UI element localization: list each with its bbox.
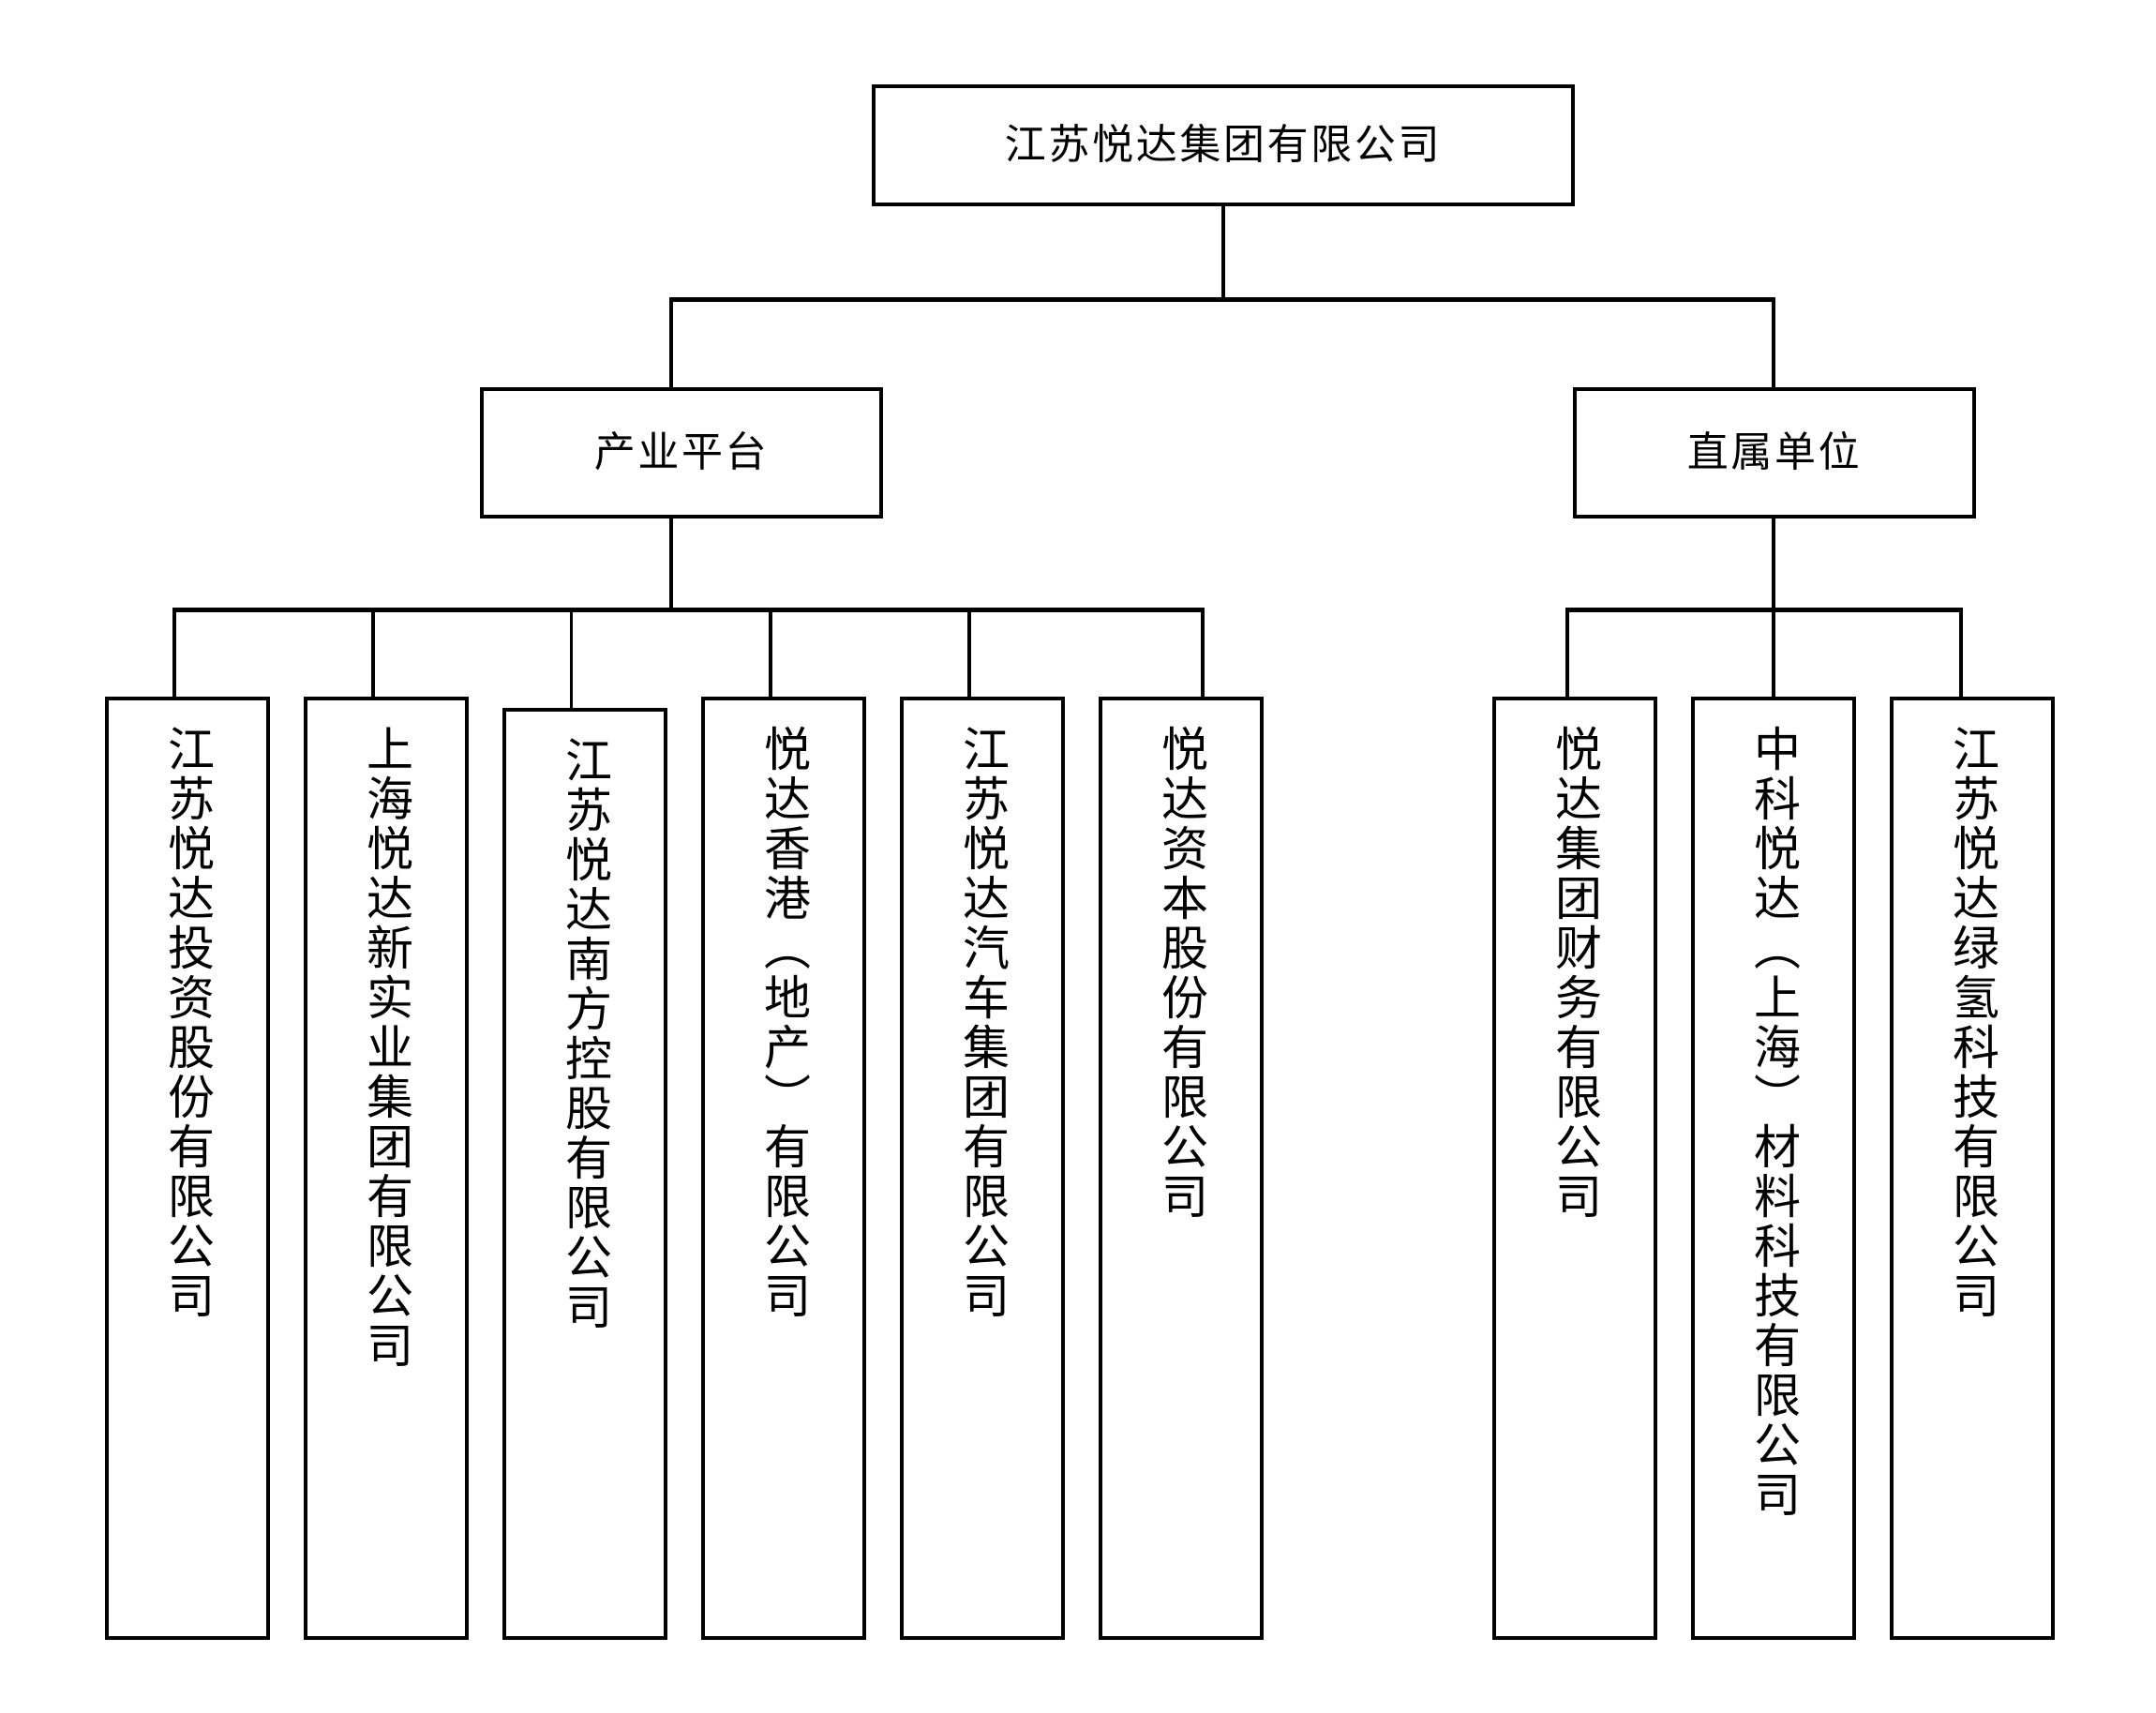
connector-branch2-drop-1 [1565, 608, 1569, 699]
node-leaf-direct-3[interactable]: 江苏悦达绿氢科技有限公司 [1890, 697, 2055, 1640]
node-branch-industry-platform[interactable]: 产业平台 [480, 387, 883, 518]
node-leaf-direct-3-label: 江苏悦达绿氢科技有限公司 [1946, 725, 1999, 1321]
node-branch-industry-platform-label: 产业平台 [593, 428, 770, 475]
connector-branch1-drop-4 [769, 608, 772, 699]
node-leaf-direct-2-label: 中科悦达（上海）材料科技有限公司 [1747, 725, 1800, 1520]
node-leaf-industry-5-label: 江苏悦达汽车集团有限公司 [956, 725, 1009, 1321]
node-leaf-industry-2-label: 上海悦达新实业集团有限公司 [360, 725, 412, 1371]
node-leaf-industry-3[interactable]: 江苏悦达南方控股有限公司 [502, 708, 667, 1640]
node-leaf-industry-3-label: 江苏悦达南方控股有限公司 [559, 736, 611, 1332]
connector-branch1-drop-6 [1201, 608, 1205, 699]
connector-root-stem [1221, 206, 1225, 300]
connector-branch2-bus [1565, 608, 1963, 612]
node-leaf-industry-6[interactable]: 悦达资本股份有限公司 [1099, 697, 1264, 1640]
node-leaf-direct-2[interactable]: 中科悦达（上海）材料科技有限公司 [1691, 697, 1856, 1640]
connector-branch1-drop-5 [967, 608, 971, 699]
node-leaf-industry-6-label: 悦达资本股份有限公司 [1155, 725, 1207, 1222]
connector-branch1-drop-1 [172, 608, 176, 699]
node-leaf-industry-4[interactable]: 悦达香港（地产）有限公司 [701, 697, 866, 1640]
node-leaf-direct-1[interactable]: 悦达集团财务有限公司 [1492, 697, 1657, 1640]
connector-branch2-stem [1772, 518, 1775, 610]
connector-branch1-bus [172, 608, 1204, 612]
node-leaf-industry-4-label: 悦达香港（地产）有限公司 [757, 725, 810, 1321]
connector-branch2-drop-2 [1772, 608, 1775, 699]
node-leaf-industry-2[interactable]: 上海悦达新实业集团有限公司 [304, 697, 469, 1640]
connector-branch2-drop-3 [1959, 608, 1963, 699]
node-leaf-direct-1-label: 悦达集团财务有限公司 [1549, 725, 1601, 1222]
connector-root-to-branch-2 [1772, 297, 1775, 389]
connector-branch1-drop-3 [570, 608, 573, 711]
node-leaf-industry-5[interactable]: 江苏悦达汽车集团有限公司 [900, 697, 1065, 1640]
node-root[interactable]: 江苏悦达集团有限公司 [872, 84, 1575, 206]
node-leaf-industry-1[interactable]: 江苏悦达投资股份有限公司 [105, 697, 270, 1640]
node-branch-direct-units-label: 直属单位 [1686, 428, 1863, 475]
node-branch-direct-units[interactable]: 直属单位 [1573, 387, 1976, 518]
connector-root-bus [669, 297, 1775, 302]
connector-branch1-stem [669, 518, 673, 610]
connector-root-to-branch-1 [669, 297, 673, 389]
connector-branch1-drop-2 [371, 608, 375, 699]
node-root-label: 江苏悦达集团有限公司 [1004, 121, 1443, 168]
node-leaf-industry-1-label: 江苏悦达投资股份有限公司 [161, 725, 214, 1321]
